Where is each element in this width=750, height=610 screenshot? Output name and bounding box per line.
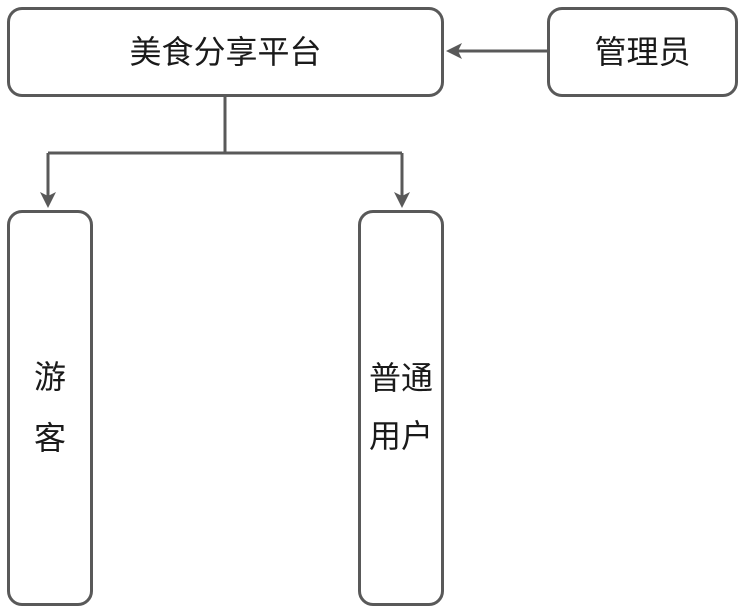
- edge-admin-to-platform: [446, 43, 547, 59]
- node-label-guest: 游客: [33, 358, 66, 457]
- node-regular-user: 普通用户: [358, 210, 444, 606]
- edge-platform-to-user: [394, 153, 410, 208]
- edge-platform-trunk: [48, 97, 402, 155]
- node-food-sharing-platform: 美食分享平台: [7, 7, 444, 97]
- node-label-user: 普通用户: [368, 359, 433, 455]
- node-label-admin: 管理员: [594, 32, 691, 71]
- node-administrator: 管理员: [547, 7, 738, 97]
- edge-platform-to-guest: [40, 153, 56, 208]
- node-guest: 游客: [7, 210, 93, 606]
- node-label-platform: 美食分享平台: [129, 32, 322, 71]
